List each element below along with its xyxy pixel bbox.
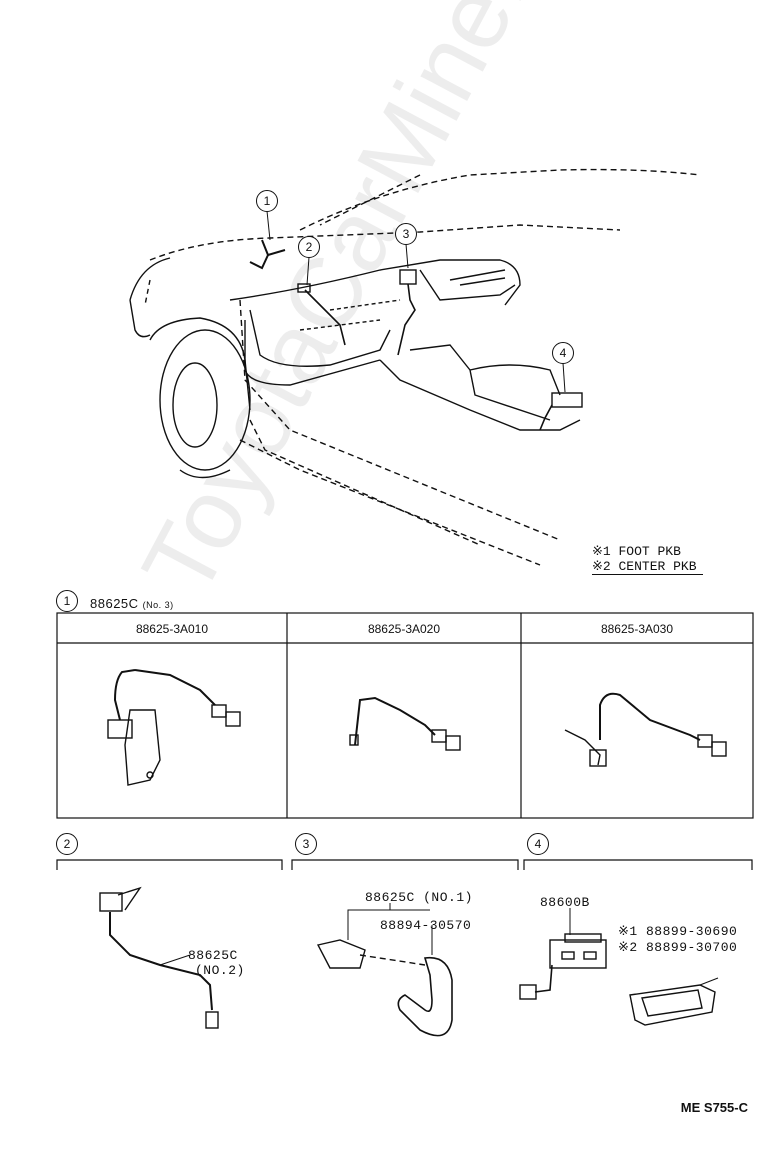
part-88600b-drawing: [519, 908, 607, 1000]
part-88625c-no1-drawing: [316, 903, 453, 1037]
section1-table: [56, 612, 754, 819]
callout-4: 4: [552, 342, 574, 364]
callout-2: 2: [298, 236, 320, 258]
section3-bracket: [291, 859, 519, 870]
part-bezel-drawing: [629, 977, 719, 1026]
part-88625-3a010-drawing: [107, 669, 241, 786]
section1-part-number: 88625C (No. 3): [90, 596, 174, 611]
legend-foot-pkb: ※1 FOOT PKB: [592, 544, 681, 559]
legend: ※1 FOOT PKB ※2 CENTER PKB: [592, 544, 703, 575]
column-header-3a030: 88625-3A030: [600, 622, 674, 636]
section3-number: 3: [295, 833, 317, 855]
part-88625-3a030-drawing: [564, 692, 727, 767]
part-88625-3a020-drawing: [349, 696, 461, 751]
section1-part: 88625C: [90, 596, 139, 611]
section4-switch-number: 88600B: [540, 895, 590, 910]
legend-center-pkb: ※2 CENTER PKB: [592, 559, 703, 575]
part-88625c-no2-drawing: [99, 886, 219, 1029]
callout-1: 1: [256, 190, 278, 212]
section3-part-number: 88625C (NO.1): [365, 890, 473, 905]
section2-note: (NO.2): [195, 963, 245, 978]
callout-leaders: [266, 210, 566, 393]
column-header-3a010: 88625-3A010: [135, 622, 209, 636]
column-header-3a020: 88625-3A020: [367, 622, 441, 636]
section4-variant-foot: ※1 88899-30690: [618, 924, 738, 939]
section4-number: 4: [527, 833, 549, 855]
diagram-code: ME S755-C: [680, 1100, 748, 1115]
section2-bracket: [56, 859, 283, 870]
section1-number: 1: [56, 590, 78, 612]
section4-variant-center: ※2 88899-30700: [618, 940, 738, 955]
section4-bracket: [523, 859, 753, 870]
callout-3: 3: [395, 223, 417, 245]
section3-hose-number: 88894-30570: [380, 918, 472, 933]
section2-number: 2: [56, 833, 78, 855]
car-overview-drawing: [129, 168, 701, 566]
section1-note: (No. 3): [142, 600, 174, 610]
section2-part-number: 88625C: [188, 948, 238, 963]
